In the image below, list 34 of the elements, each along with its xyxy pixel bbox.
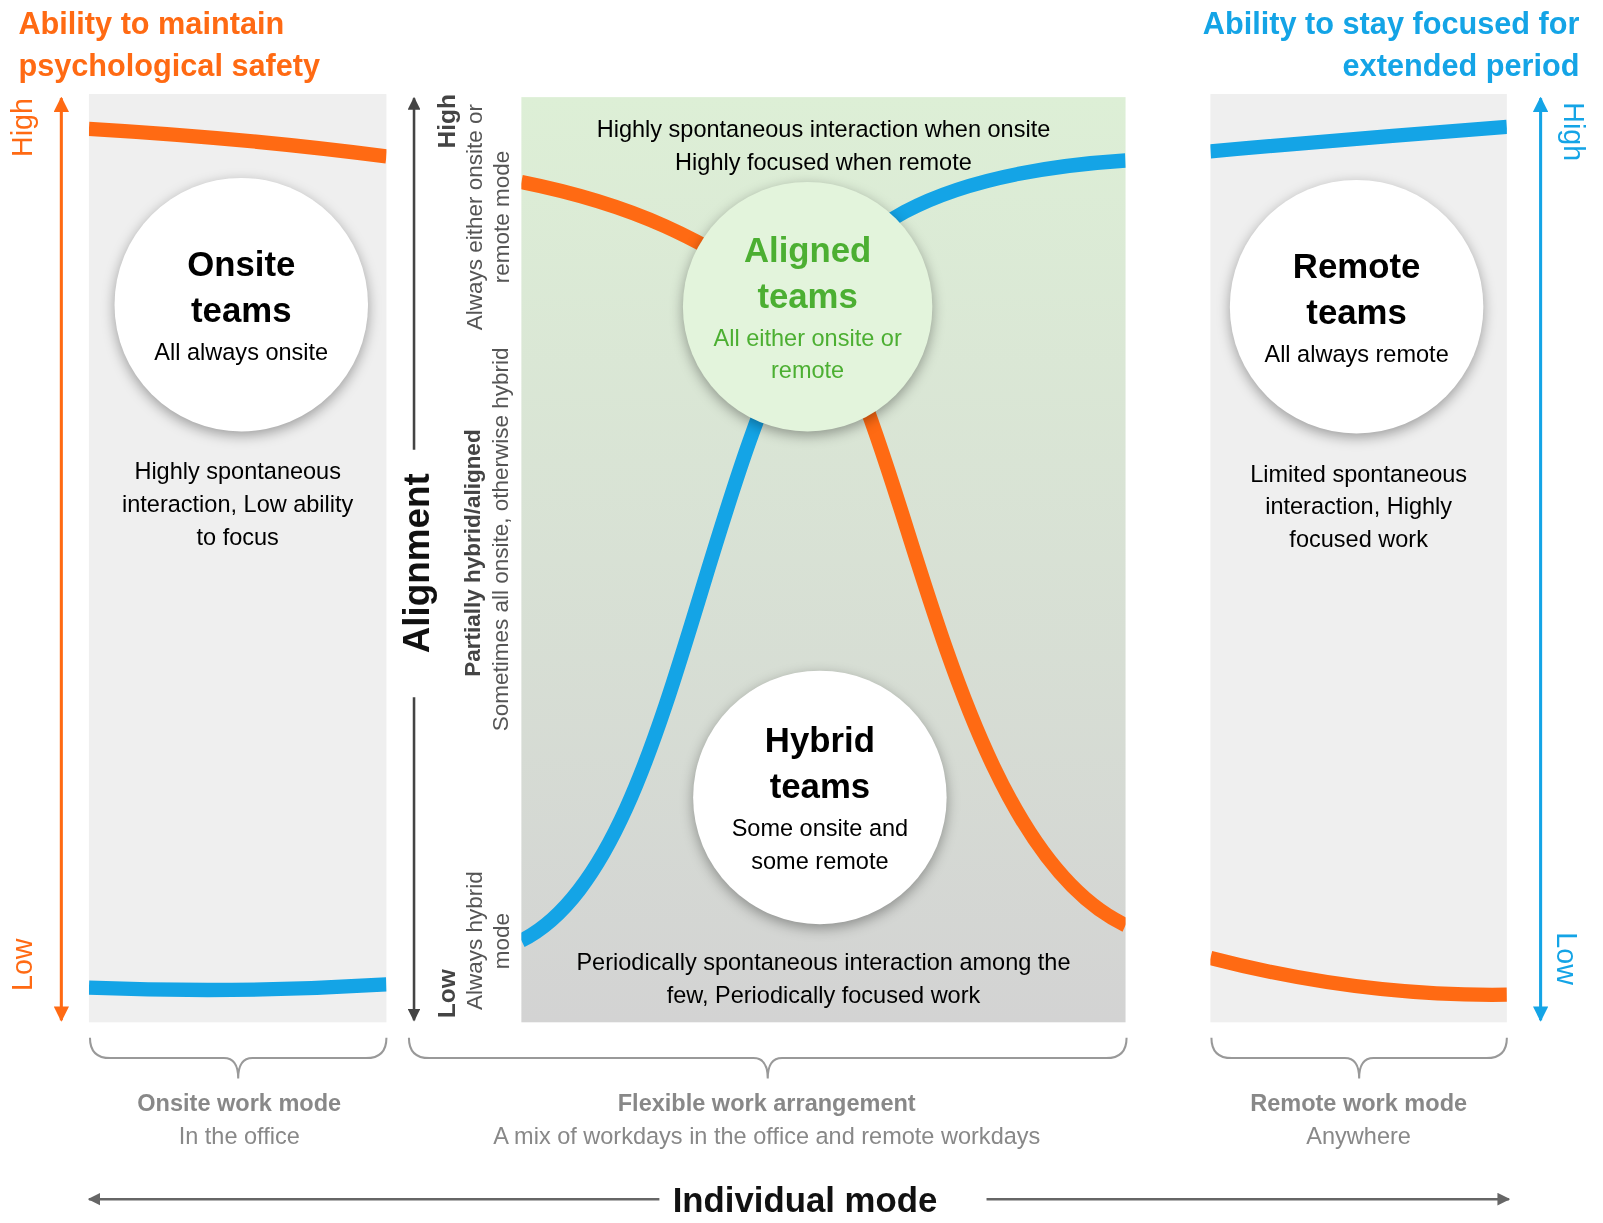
axis-label: Sometimes all onsite, otherwise hybrid (486, 347, 515, 732)
group-label: A mix of workdays in the office and remote workdays (492, 1122, 1042, 1151)
group-label: In the office (177, 1122, 301, 1151)
panel-description: Highly spontaneous interaction, Low ability to focus (121, 457, 355, 552)
panel-description: Periodically spontaneous interaction among the few, Periodically focused work (575, 947, 1072, 1010)
axis-label: Always either onsite or remote mode (460, 102, 516, 332)
group-label: Anywhere (1305, 1122, 1412, 1151)
circle-subtitle: All always remote (1263, 339, 1450, 369)
axis-title: Ability to stay focused for extended period (1201, 5, 1580, 85)
axis-label: Low (432, 969, 461, 1019)
mode-panel (1210, 94, 1507, 1023)
circle-title: Remote teams (1291, 245, 1422, 334)
panel-description: Limited spontaneous interaction, Highly focused work (1249, 459, 1469, 555)
axis-title: Ability to maintain psychological safety (18, 5, 322, 85)
circle-subtitle: All always onsite (153, 337, 330, 367)
mode-panel (88, 94, 387, 1023)
axis-label: Partially hybrid/aligned (459, 429, 487, 677)
axis-label: Low (1549, 932, 1583, 985)
circle-title: Hybrid teams (763, 719, 876, 808)
axis-label: Always hybrid mode (460, 870, 516, 1012)
circle-title: Onsite teams (186, 243, 297, 332)
circle-subtitle: Some onsite and some remote (730, 813, 910, 877)
group-label: Onsite work mode (136, 1089, 343, 1118)
axis-label: High (432, 94, 461, 149)
axis-label: Low (8, 938, 36, 991)
panel-description: Highly spontaneous interaction when onsite Highly focused when remote (595, 114, 1052, 177)
axis-label: High (8, 98, 36, 157)
group-label: Remote work mode (1249, 1089, 1469, 1118)
circle-title: Aligned teams (742, 229, 873, 317)
group-label: Flexible work arrangement (616, 1089, 917, 1118)
axis-label: High (1557, 102, 1590, 162)
circle-subtitle: All either onsite or remote (712, 323, 903, 386)
axis-title: Alignment (396, 473, 438, 654)
axis-title: Individual mode (672, 1180, 938, 1221)
